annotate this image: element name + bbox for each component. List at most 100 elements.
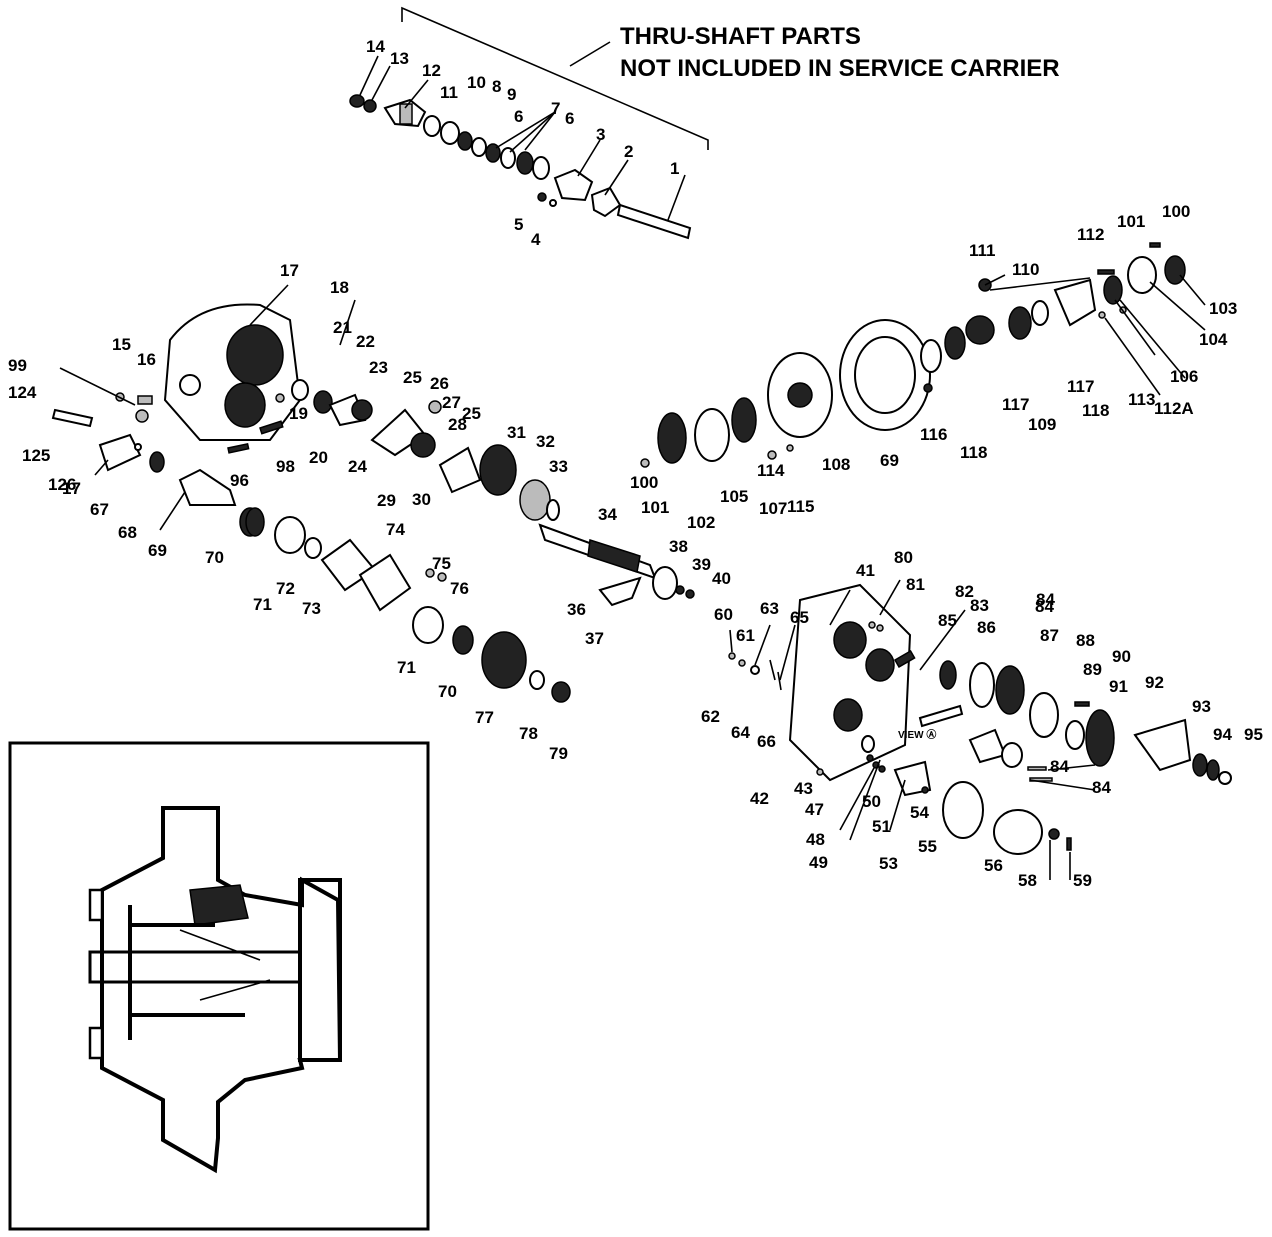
thru-shaft-parts bbox=[349, 94, 692, 240]
callout-94: 94 bbox=[1213, 725, 1232, 744]
callout-91: 91 bbox=[1109, 677, 1128, 696]
callout-16: 16 bbox=[137, 350, 156, 369]
callout-74: 74 bbox=[386, 520, 405, 539]
callout-117: 117 bbox=[1067, 377, 1094, 396]
callout-12: 12 bbox=[422, 61, 441, 80]
callout-101: 101 bbox=[641, 498, 669, 517]
callout-4: 4 bbox=[531, 230, 541, 249]
callout-17: 17 bbox=[280, 261, 299, 280]
callout-47: 47 bbox=[805, 800, 824, 819]
callout-26: 26 bbox=[430, 374, 449, 393]
view-a-label: VIEW Ⓐ bbox=[898, 728, 936, 741]
callout-11: 11 bbox=[440, 83, 458, 102]
callout-30: 30 bbox=[412, 490, 431, 509]
callout-59: 59 bbox=[1073, 871, 1092, 890]
callout-106: 106 bbox=[1170, 367, 1198, 386]
callout-6: 6 bbox=[514, 107, 523, 126]
callout-96: 96 bbox=[230, 471, 249, 490]
callout-112A: 112A bbox=[1154, 399, 1194, 418]
callout-126: 126 bbox=[48, 475, 76, 494]
callout-23: 23 bbox=[369, 358, 388, 377]
callout-49: 49 bbox=[809, 853, 828, 872]
callout-85: 85 bbox=[938, 611, 957, 630]
callout-73: 73 bbox=[302, 599, 321, 618]
callout-48: 48 bbox=[806, 830, 825, 849]
callout-78: 78 bbox=[519, 724, 538, 743]
callout-113: 113 bbox=[1128, 390, 1155, 409]
callout-19: 19 bbox=[289, 404, 308, 423]
callout-66: 66 bbox=[757, 732, 776, 751]
callout-38: 38 bbox=[669, 537, 688, 556]
cross-section-inset bbox=[8, 741, 430, 1231]
callout-43: 43 bbox=[794, 779, 813, 798]
callout-18: 18 bbox=[330, 278, 349, 297]
callout-89: 89 bbox=[1083, 660, 1102, 679]
callout-70: 70 bbox=[438, 682, 457, 701]
callout-20: 20 bbox=[309, 448, 328, 467]
callout-71: 71 bbox=[397, 658, 416, 677]
callout-21: 21 bbox=[333, 318, 352, 337]
callout-63: 63 bbox=[760, 599, 779, 618]
callout-31: 31 bbox=[507, 423, 526, 442]
callout-109: 109 bbox=[1028, 415, 1056, 434]
callout-22: 22 bbox=[356, 332, 375, 351]
output-housing bbox=[788, 583, 912, 782]
callout-86: 86 bbox=[977, 618, 996, 637]
callout-65: 65 bbox=[790, 608, 809, 627]
callout-82: 82 bbox=[955, 582, 974, 601]
callout-17: 17 bbox=[62, 479, 81, 498]
callout-108: 108 bbox=[822, 455, 850, 474]
callout-55: 55 bbox=[918, 837, 937, 856]
callout-41: 41 bbox=[856, 561, 875, 580]
right-lower-parts bbox=[728, 649, 1232, 855]
callout-69: 69 bbox=[880, 451, 899, 470]
main-shaft bbox=[538, 523, 695, 607]
callout-32: 32 bbox=[536, 432, 555, 451]
left-mid-parts bbox=[51, 379, 560, 537]
callout-9: 9 bbox=[507, 85, 516, 104]
callout-105: 105 bbox=[720, 487, 748, 506]
callout-114: 114 bbox=[757, 461, 785, 480]
callout-25: 25 bbox=[462, 404, 481, 423]
callout-53: 53 bbox=[879, 854, 898, 873]
callout-115: 115 bbox=[787, 497, 814, 516]
callout-75: 75 bbox=[432, 554, 451, 573]
callout-100: 100 bbox=[1162, 202, 1190, 221]
callout-10: 10 bbox=[467, 73, 486, 92]
callout-90: 90 bbox=[1112, 647, 1131, 666]
callout-93: 93 bbox=[1192, 697, 1211, 716]
callout-7: 7 bbox=[551, 99, 560, 118]
callout-50: 50 bbox=[862, 792, 881, 811]
callout-117: 117 bbox=[1002, 395, 1029, 414]
callout-118: 118 bbox=[1082, 401, 1109, 420]
callout-87: 87 bbox=[1040, 626, 1059, 645]
title-line-1: THRU-SHAFT PARTS bbox=[620, 23, 861, 50]
callout-80: 80 bbox=[894, 548, 913, 567]
callout-68: 68 bbox=[118, 523, 137, 542]
callout-103: 103 bbox=[1209, 299, 1237, 318]
callout-8: 8 bbox=[492, 77, 501, 96]
callout-84: 84 bbox=[1036, 590, 1055, 609]
callout-118: 118 bbox=[960, 443, 987, 462]
callout-61: 61 bbox=[736, 626, 755, 645]
leader-lines bbox=[59, 55, 1206, 880]
callout-40: 40 bbox=[712, 569, 731, 588]
callout-95: 95 bbox=[1244, 725, 1263, 744]
callout-56: 56 bbox=[984, 856, 1003, 875]
callout-28: 28 bbox=[448, 415, 467, 434]
callout-25: 25 bbox=[403, 368, 422, 387]
callout-64: 64 bbox=[731, 723, 750, 742]
callout-70: 70 bbox=[205, 548, 224, 567]
callout-100: 100 bbox=[630, 473, 658, 492]
callout-1: 1 bbox=[670, 159, 679, 178]
callout-6: 6 bbox=[565, 109, 574, 128]
callout-14: 14 bbox=[366, 37, 385, 56]
callout-81: 81 bbox=[906, 575, 925, 594]
callout-71: 71 bbox=[253, 595, 272, 614]
callout-39: 39 bbox=[692, 555, 711, 574]
callout-88: 88 bbox=[1076, 631, 1095, 650]
callout-107: 107 bbox=[759, 499, 787, 518]
callout-99: 99 bbox=[8, 356, 27, 375]
callout-67: 67 bbox=[90, 500, 109, 519]
